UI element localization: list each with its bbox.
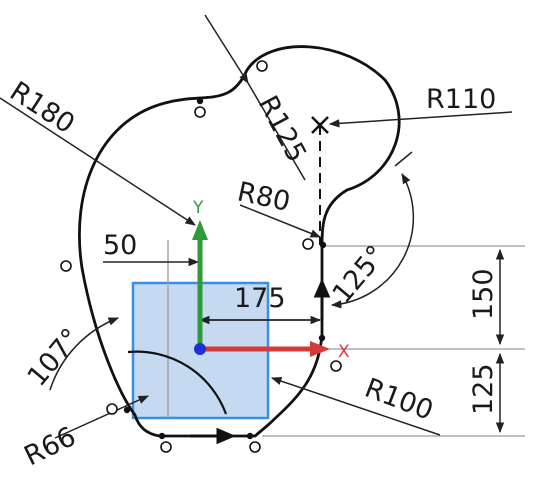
dim-150[interactable]: 150 [468,268,499,320]
dim-107-angle[interactable]: 107° [22,323,88,393]
angle-arc-inner [127,350,228,415]
sketch-profile[interactable] [78,45,401,438]
y-axis-label: Y [192,198,204,218]
constraint-markers [60,60,342,453]
dim-r125[interactable]: R125 [252,91,312,168]
dim-50[interactable]: 50 [103,230,137,261]
center-cross [311,116,329,134]
dim-175[interactable]: 175 [234,283,286,314]
y-axis [192,220,208,349]
dim-r100[interactable]: R100 [360,373,437,427]
vertex-dots [123,97,327,440]
x-axis [200,341,330,357]
dim-r80[interactable]: R80 [235,177,293,218]
dim-r180[interactable]: R180 [4,76,80,140]
dim-r110[interactable]: R110 [426,84,496,115]
dim-125-vertical[interactable]: 125 [468,363,499,415]
origin-point[interactable] [194,343,206,355]
dim-r66[interactable]: R66 [19,421,80,472]
x-axis-label: X [338,342,350,362]
dimension-leaders [0,14,513,439]
direction-arrows [190,278,331,445]
